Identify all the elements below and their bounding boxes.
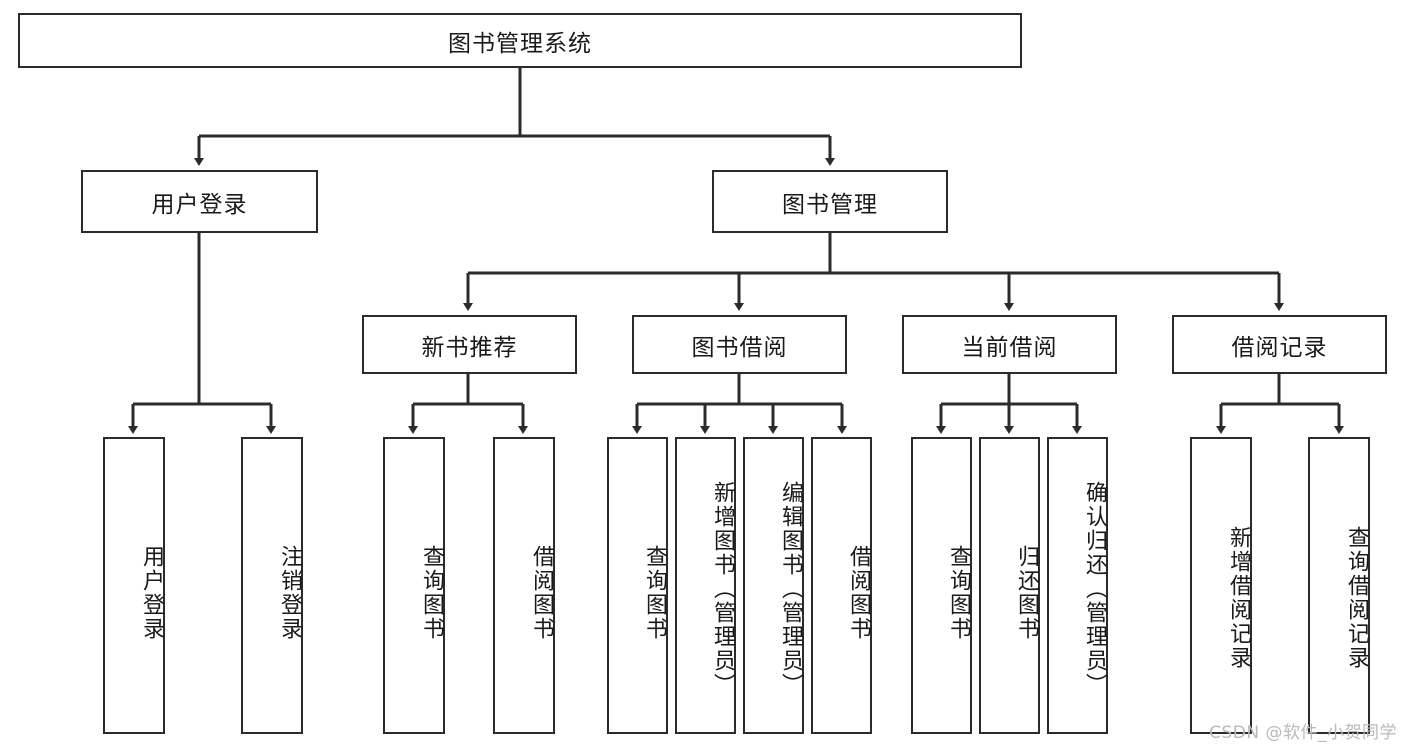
node-current-borrow[interactable]: 当前借阅: [902, 315, 1117, 374]
leaf-label: 注销登录: [277, 544, 302, 641]
leaf-query-book-1[interactable]: 查询图书: [383, 437, 445, 734]
leaf-label: 查询图书: [946, 544, 971, 641]
leaf-label: 新增图书（管理员）: [710, 480, 735, 697]
leaf-label: 借阅图书: [846, 544, 871, 641]
node-user-login[interactable]: 用户登录: [81, 170, 318, 233]
leaf-label: 借阅图书: [529, 544, 554, 641]
leaf-add-book[interactable]: 新增图书（管理员）: [675, 437, 736, 734]
node-root-system[interactable]: 图书管理系统: [18, 13, 1022, 68]
leaf-label: 新增借阅记录: [1226, 525, 1251, 670]
node-book-borrow[interactable]: 图书借阅: [632, 315, 847, 374]
leaf-label: 确认归还（管理员）: [1082, 480, 1107, 697]
leaf-add-record[interactable]: 新增借阅记录: [1190, 437, 1252, 734]
leaf-borrow-book-1[interactable]: 借阅图书: [493, 437, 555, 734]
leaf-label: 查询图书: [419, 544, 444, 641]
node-new-book-recommend[interactable]: 新书推荐: [362, 315, 577, 374]
leaf-user-login[interactable]: 用户登录: [103, 437, 165, 734]
leaf-logout-login[interactable]: 注销登录: [241, 437, 303, 734]
node-book-management[interactable]: 图书管理: [712, 170, 948, 233]
leaf-label: 用户登录: [139, 544, 164, 641]
leaf-edit-book[interactable]: 编辑图书（管理员）: [743, 437, 804, 734]
leaf-label: 查询图书: [642, 544, 667, 641]
leaf-query-book-3[interactable]: 查询图书: [911, 437, 972, 734]
leaf-borrow-book-2[interactable]: 借阅图书: [811, 437, 872, 734]
leaf-label: 查询借阅记录: [1344, 525, 1369, 670]
leaf-query-record[interactable]: 查询借阅记录: [1308, 437, 1370, 734]
leaf-query-book-2[interactable]: 查询图书: [607, 437, 668, 734]
leaf-label: 编辑图书（管理员）: [778, 480, 803, 697]
leaf-confirm-return[interactable]: 确认归还（管理员）: [1047, 437, 1108, 734]
node-borrow-record[interactable]: 借阅记录: [1172, 315, 1387, 374]
leaf-label: 归还图书: [1014, 544, 1039, 641]
leaf-return-book[interactable]: 归还图书: [979, 437, 1040, 734]
csdn-watermark: CSDN @软件_小贺同学: [1209, 723, 1397, 743]
